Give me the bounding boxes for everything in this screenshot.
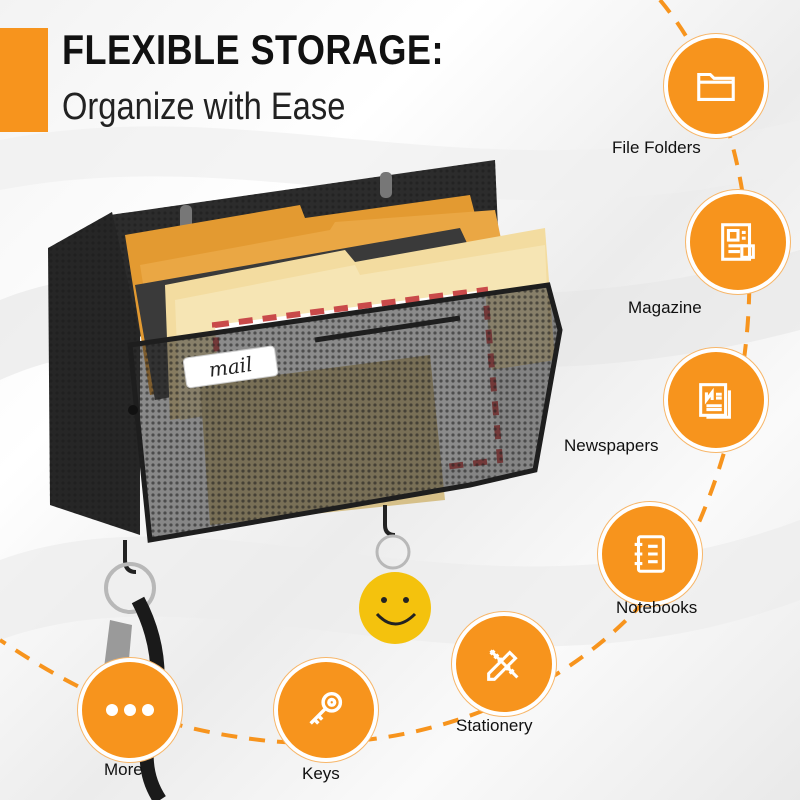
notebook-icon <box>634 535 665 573</box>
pencil-ruler-icon <box>487 649 519 681</box>
category-label: Keys <box>302 764 340 783</box>
front-basket <box>127 282 563 543</box>
newspaper-icon <box>699 383 731 419</box>
category-label: More <box>104 760 143 779</box>
category-label: Newspapers <box>564 436 659 455</box>
category-label: Magazine <box>628 298 702 317</box>
magazine-icon <box>721 223 755 261</box>
category-label: Stationery <box>456 716 533 735</box>
mail-tag: mail <box>182 345 279 389</box>
category-label: Notebooks <box>616 598 698 617</box>
key-ring-smiley <box>359 505 431 644</box>
folder-icon <box>697 72 735 101</box>
category-label: File Folders <box>612 138 701 157</box>
more-dots-icon <box>106 704 154 716</box>
key-icon <box>309 691 343 725</box>
